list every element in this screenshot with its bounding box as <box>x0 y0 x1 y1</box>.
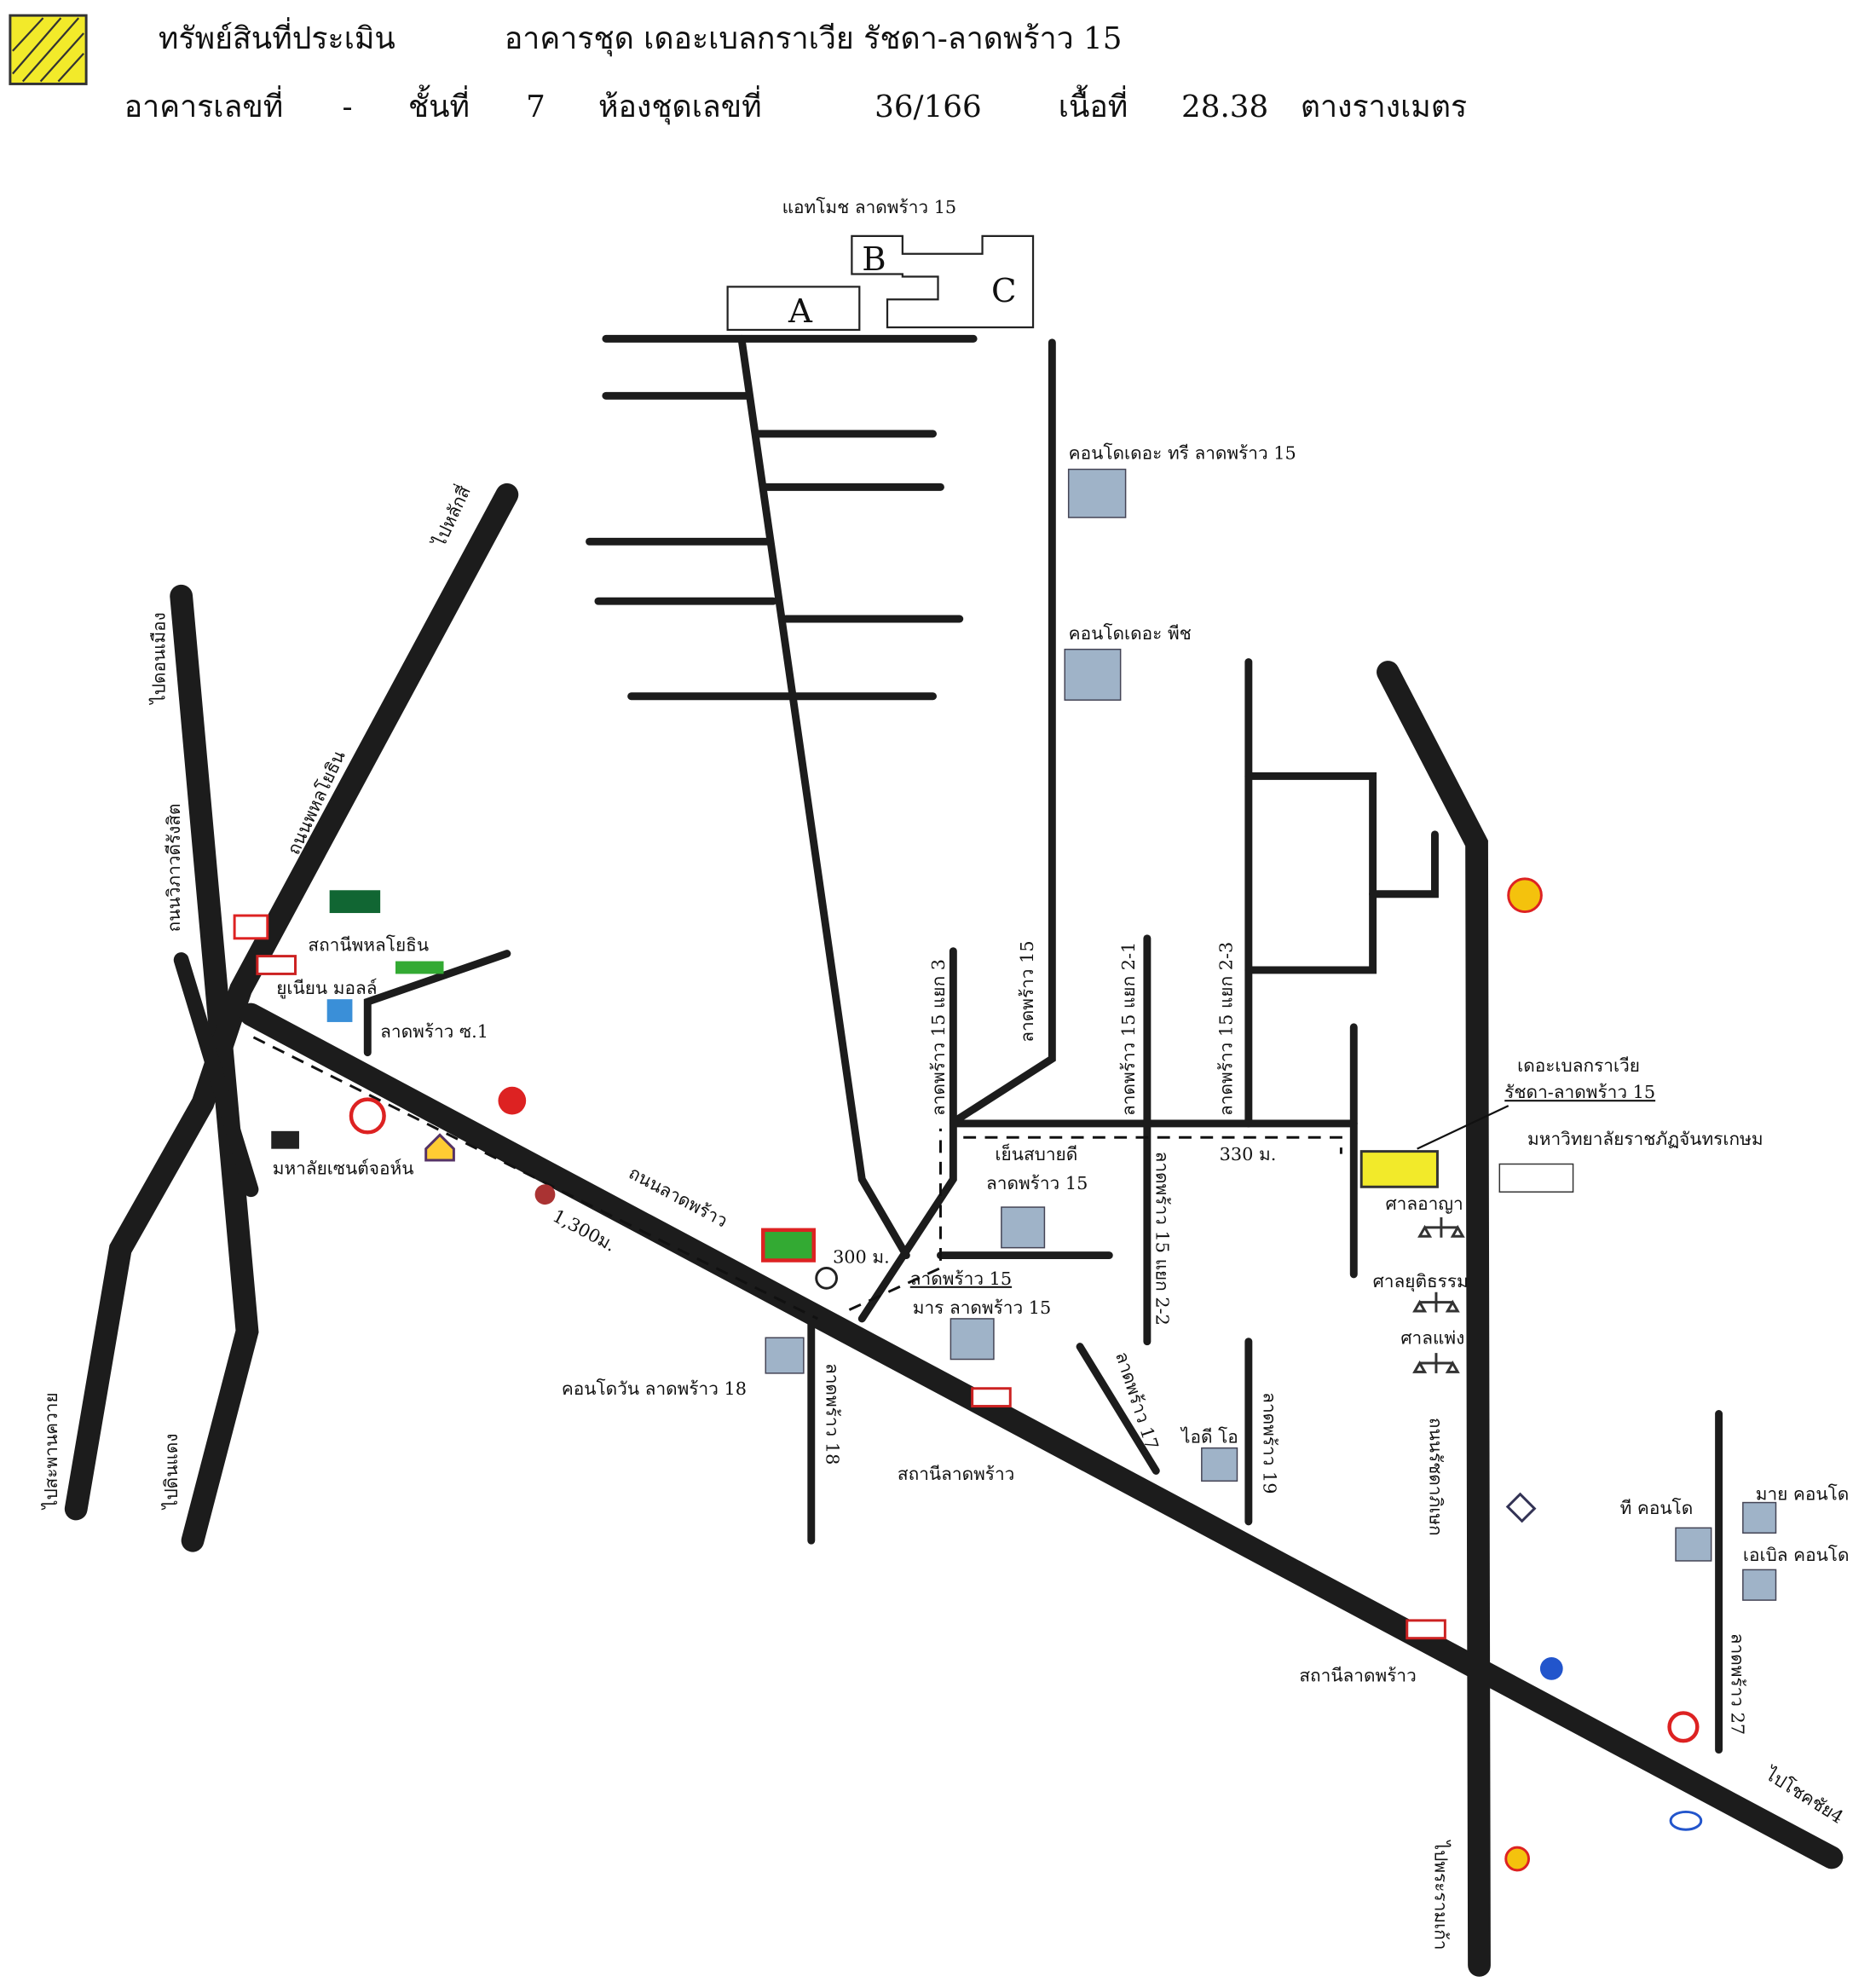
building-icon <box>950 1318 995 1361</box>
poi-icons <box>233 877 1703 1872</box>
floor-value: 7 <box>526 90 545 124</box>
subject-pointer-arrow <box>1417 1105 1509 1150</box>
label-ladprao15: ลาดพร้าว 15 <box>910 1268 1012 1289</box>
label-ladprao-station-1: สถานีลาดพร้าว <box>898 1464 1014 1484</box>
block-c-label: C <box>991 272 1017 310</box>
building-icon <box>1201 1447 1238 1482</box>
university-icon <box>271 1130 299 1149</box>
area-label: เนื้อที่ <box>1059 84 1128 124</box>
label-to-saphankwai: ไปสะพานควาย <box>41 1392 61 1511</box>
building-icon <box>1001 1206 1046 1249</box>
label-yensabai-1: เย็นสบายดี <box>995 1142 1077 1164</box>
label-ladprao-station-2: สถานีลาดพร้าว <box>1299 1665 1416 1685</box>
label-soi15-23: ลาดพร้าว 15 แยก 2-3 <box>1216 942 1237 1116</box>
label-criminal-court: ศาลอาญา <box>1385 1193 1463 1214</box>
label-vibhavadi-rd: ถนนวิภาวดีรังสิต <box>164 803 184 932</box>
central-logo <box>233 914 269 940</box>
shell-icon <box>1504 1846 1531 1872</box>
label-justice-court: ศาลยุติธรรม <box>1373 1271 1469 1292</box>
label-civil-court: ศาลแพ่ง <box>1400 1328 1464 1349</box>
label-condo-peach: คอนโดเดอะ พีช <box>1069 623 1192 644</box>
toyota-icon <box>815 1266 839 1290</box>
header: ทรัพย์สินที่ประเมิน อาคารชุด เดอะเบลกราเ… <box>9 14 1467 124</box>
mrt-icon <box>256 955 1446 1640</box>
floor-label: ชั้นที่ <box>408 84 470 124</box>
block-b-label: B <box>862 240 886 279</box>
building-icon <box>1064 648 1122 701</box>
scales-icon <box>1412 1216 1465 1373</box>
area-value: 28.38 <box>1181 90 1268 124</box>
label-chandrakasem: มหาวิทยาลัยราชภัฏจันทรเกษม <box>1527 1129 1763 1149</box>
building-icon <box>1742 1501 1777 1534</box>
label-soi18: ลาดพร้าว 18 <box>823 1363 843 1465</box>
label-soi15-3: ลาดพร้าว 15 แยก 3 <box>928 959 949 1116</box>
building-icon <box>1742 1569 1777 1601</box>
shell-icon <box>1507 877 1543 914</box>
unit-label: ห้องชุดเลขที่ <box>598 85 762 124</box>
mall-icon <box>326 999 353 1022</box>
label-st-john: มหาลัยเซนต์จอห์น <box>273 1158 414 1178</box>
label-yensabai-2: ลาดพร้าว 15 <box>986 1173 1088 1193</box>
university-icon <box>1498 1163 1574 1193</box>
label-able-condo: เอเบิล คอนโด <box>1743 1545 1850 1565</box>
label-to-rama9: ไปพระรามเก้า <box>1430 1840 1451 1950</box>
label-to-laksi: ไปหลักสี่ <box>427 482 475 551</box>
poi-icon <box>1505 1492 1537 1523</box>
subject-property-marker <box>1359 1150 1439 1188</box>
condo-icons <box>326 468 1777 1601</box>
esso-icon <box>1669 1810 1703 1831</box>
label-soi1: ลาดพร้าว ซ.1 <box>380 1021 488 1042</box>
poi-icon <box>534 1184 556 1205</box>
building-icon <box>1675 1527 1712 1562</box>
label-soi15-22: ลาดพร้าว 15 แยก 2-2 <box>1152 1152 1172 1326</box>
kasikorn-icon <box>349 1097 386 1135</box>
unit-value: 36/166 <box>875 90 982 124</box>
label-dist-330: 330 ม. <box>1220 1144 1277 1164</box>
asset-value: อาคารชุด เดอะเบลกราเวีย รัชดา-ลาดพร้าว 1… <box>505 21 1123 56</box>
area-unit: ตางรางเมตร <box>1301 90 1467 124</box>
building-no-label: อาคารเลขที่ <box>124 85 284 124</box>
label-atmoch: แอทโมช ลาดพร้าว 15 <box>782 197 957 217</box>
bigc-logo <box>761 1228 816 1263</box>
label-t-condo: ที คอนโด <box>1620 1498 1694 1518</box>
label-my-condo: มาย คอนโด <box>1756 1484 1850 1505</box>
ptt-icon <box>1539 1657 1563 1680</box>
caltex-icon <box>498 1086 527 1115</box>
label-soi15: ลาดพร้าว 15 <box>1017 940 1037 1042</box>
building-no-value: - <box>343 90 353 124</box>
kasikorn-icon <box>1667 1711 1700 1743</box>
map-labels: แอทโมช ลาดพร้าว 15 คอนโดเดอะ ทรี ลาดพร้า… <box>41 197 1850 1950</box>
label-ideo: ไอดี โอ <box>1180 1427 1238 1447</box>
label-to-donmueang: ไปดอนเมือง <box>148 612 169 705</box>
label-union-mall: ยูเนียน มอลล์ <box>276 978 377 999</box>
seven-eleven-logo <box>395 961 444 974</box>
home-icon <box>424 1133 455 1162</box>
block-a-label: A <box>788 292 813 331</box>
label-subject-2: รัชดา-ลาดพร้าว 15 <box>1504 1082 1655 1102</box>
roads <box>64 334 1844 1977</box>
label-ratchada-rd: ถนนรัชดาภิเษก <box>1426 1418 1446 1536</box>
label-phahon-station: สถานีพหลโยธิน <box>308 935 429 956</box>
label-soi19: ลาดพร้าว 19 <box>1260 1392 1280 1494</box>
label-soi15-21: ลาดพร้าว 15 แยก 2-1 <box>1118 942 1139 1116</box>
label-to-dindaeng: ไปดินแดง <box>161 1433 182 1511</box>
label-marn: มาร ลาดพร้าว 15 <box>913 1297 1052 1318</box>
building-icon <box>765 1337 805 1374</box>
building-icon <box>1067 468 1127 518</box>
tesco-lotus-logo <box>329 890 381 914</box>
label-condo-tree: คอนโดเดอะ ทรี ลาดพร้าว 15 <box>1069 443 1296 464</box>
label-dist-300: 300 ม. <box>833 1246 890 1267</box>
asset-label: ทรัพย์สินที่ประเมิน <box>159 17 395 56</box>
label-condo-one: คอนโดวัน ลาดพร้าว 18 <box>562 1378 747 1399</box>
label-soi27: ลาดพร้าว 27 <box>1727 1633 1747 1735</box>
label-subject-1: เดอะเบลกราเวีย <box>1517 1055 1640 1076</box>
atmoch-blocks <box>726 234 1035 332</box>
